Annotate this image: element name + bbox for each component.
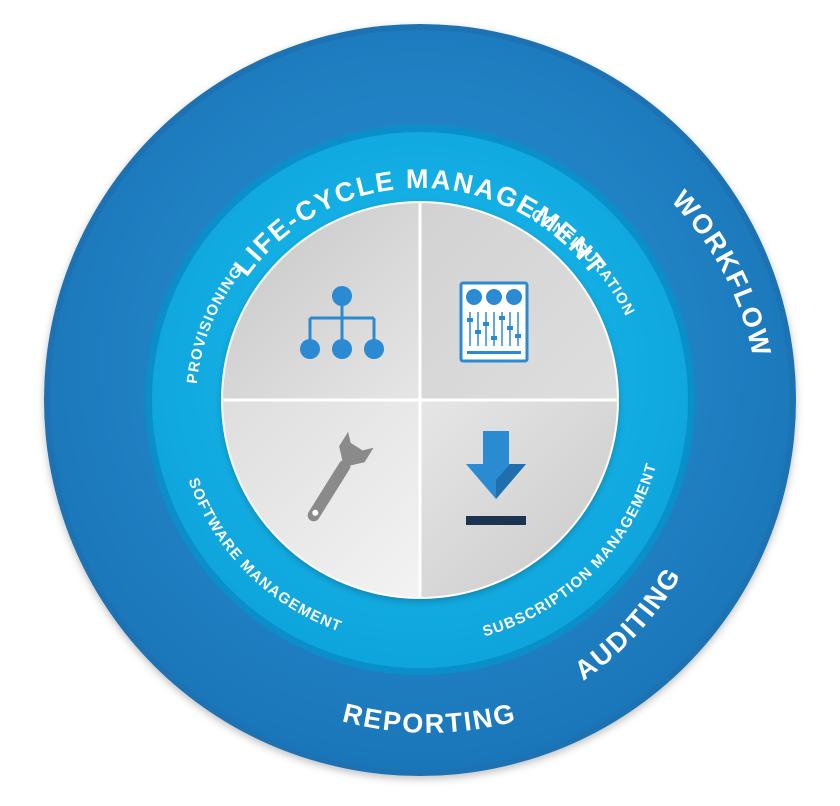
hierarchy-icon [300, 286, 384, 359]
download-icon [466, 431, 526, 525]
center-disc-border [221, 201, 619, 599]
quadrant-bottom-right [420, 400, 618, 598]
wrench-icon [307, 431, 374, 522]
control-panel-icon [459, 281, 529, 363]
